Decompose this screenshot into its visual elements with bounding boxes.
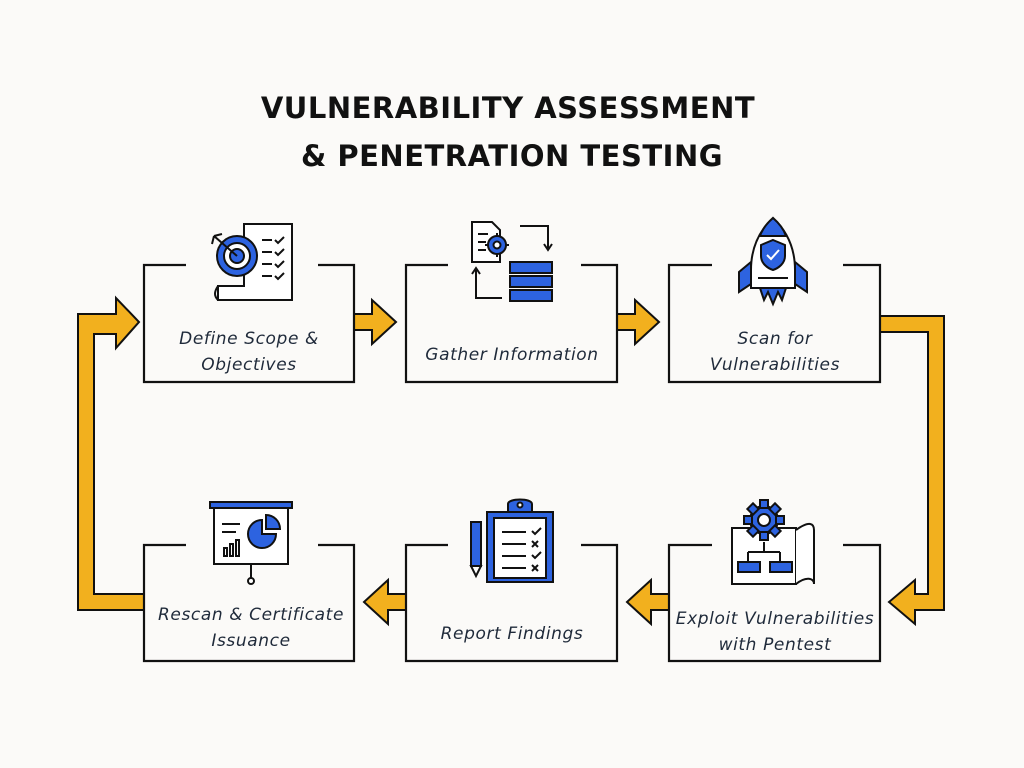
step-3-label-line-2: Vulnerabilities — [710, 355, 840, 375]
step-3-label-line-1: Scan for — [738, 329, 813, 349]
step-4-label-line-1: Exploit Vulnerabilities — [676, 609, 874, 629]
step-box-6 — [142, 543, 356, 663]
step-4-label-line-2: with Pentest — [719, 635, 833, 655]
step-6-label-line-2: Issuance — [211, 631, 290, 651]
arrow-step3-to-step4 — [879, 315, 945, 627]
arrow-step2-to-step3 — [616, 297, 661, 347]
title-line-2: & PENETRATION TESTING — [301, 139, 723, 173]
step-1-label-line-1: Define Scope & — [179, 329, 319, 349]
step-box-3 — [667, 263, 882, 384]
step-box-2 — [404, 263, 619, 384]
rocket-shield-icon — [738, 216, 808, 307]
arrow-step6-to-step1 — [77, 295, 145, 611]
step-box-1 — [142, 263, 356, 384]
step-box-5 — [404, 543, 619, 663]
arrow-step4-to-step5 — [625, 577, 670, 627]
step-5-label-line-1: Report Findings — [441, 624, 584, 644]
step-box-4 — [667, 543, 882, 663]
presentation-chart-icon — [209, 501, 293, 585]
target-checklist-icon — [211, 223, 293, 301]
document-gear-database-icon — [471, 221, 553, 302]
step-boxes — [142, 263, 882, 663]
gear-blueprint-icon — [731, 499, 815, 585]
arrows — [77, 295, 945, 627]
title-line-1: VULNERABILITY ASSESSMENT — [261, 91, 755, 125]
step-6-label-line-1: Rescan & Certificate — [158, 605, 344, 625]
step-1-label-line-2: Objectives — [201, 355, 296, 375]
step-2-label-line-1: Gather Information — [425, 345, 598, 365]
arrow-step1-to-step2 — [353, 297, 398, 347]
clipboard-pencil-icon — [469, 498, 554, 583]
arrow-step5-to-step6 — [362, 577, 407, 627]
